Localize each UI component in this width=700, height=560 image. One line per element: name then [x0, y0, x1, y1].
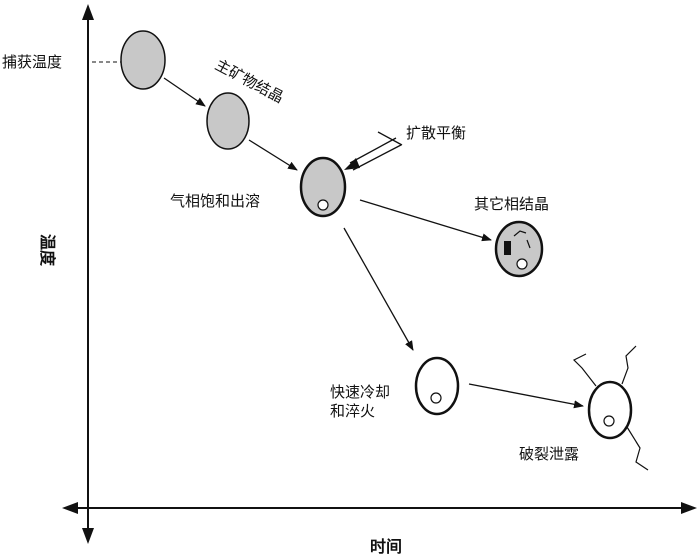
diffusion-double-arrow — [344, 131, 403, 171]
fracture-lower-right — [626, 426, 649, 471]
vapor-bubble — [430, 392, 442, 404]
label-rapid-cooling-line2: 和淬火 — [330, 402, 375, 420]
y-axis-arrow-up — [82, 4, 94, 20]
y-axis-label: 温度 — [38, 233, 57, 267]
y-axis — [82, 4, 94, 544]
x-axis — [62, 502, 697, 514]
x-axis-arrow-left — [62, 502, 78, 514]
label-other-phase: 其它相结晶 — [474, 195, 549, 213]
inclusion-capture — [120, 30, 166, 90]
vapor-bubble — [603, 415, 615, 427]
crystal-mark-1 — [513, 230, 527, 237]
y-axis-arrow-down — [82, 528, 94, 544]
daughter-mineral — [504, 241, 511, 255]
arrow-vapor-to-other-phase — [359, 199, 492, 242]
arrow-host-to-vapor — [248, 139, 298, 171]
arrow-vapor-to-rapid-cooling — [343, 227, 414, 351]
x-axis-arrow-right — [681, 502, 697, 514]
fracture-upper-left — [572, 353, 597, 387]
label-vapor-saturation: 气相饱和出溶 — [170, 192, 260, 210]
vapor-bubble — [516, 258, 528, 270]
vapor-bubble — [317, 199, 329, 211]
label-rupture-leakage: 破裂泄露 — [519, 445, 579, 463]
inclusion-rupture — [572, 345, 649, 471]
arrow-cooling-to-rupture — [468, 383, 584, 409]
x-axis-label: 时间 — [370, 537, 402, 556]
label-capture-temp: 捕获温度 — [2, 53, 62, 71]
crystal-mark-2 — [526, 239, 531, 249]
label-rapid-cooling-line1: 快速冷却 — [330, 383, 390, 401]
inclusion-other-phase — [494, 220, 544, 278]
inclusion-vapor-saturation — [299, 156, 347, 218]
arrow-capture-to-host — [163, 77, 206, 107]
inclusion-rapid-cooling — [414, 356, 460, 416]
fracture-upper-right — [621, 345, 637, 385]
inclusion-host-crystallization — [206, 92, 250, 150]
label-diffusion-equilibrium: 扩散平衡 — [406, 124, 466, 142]
